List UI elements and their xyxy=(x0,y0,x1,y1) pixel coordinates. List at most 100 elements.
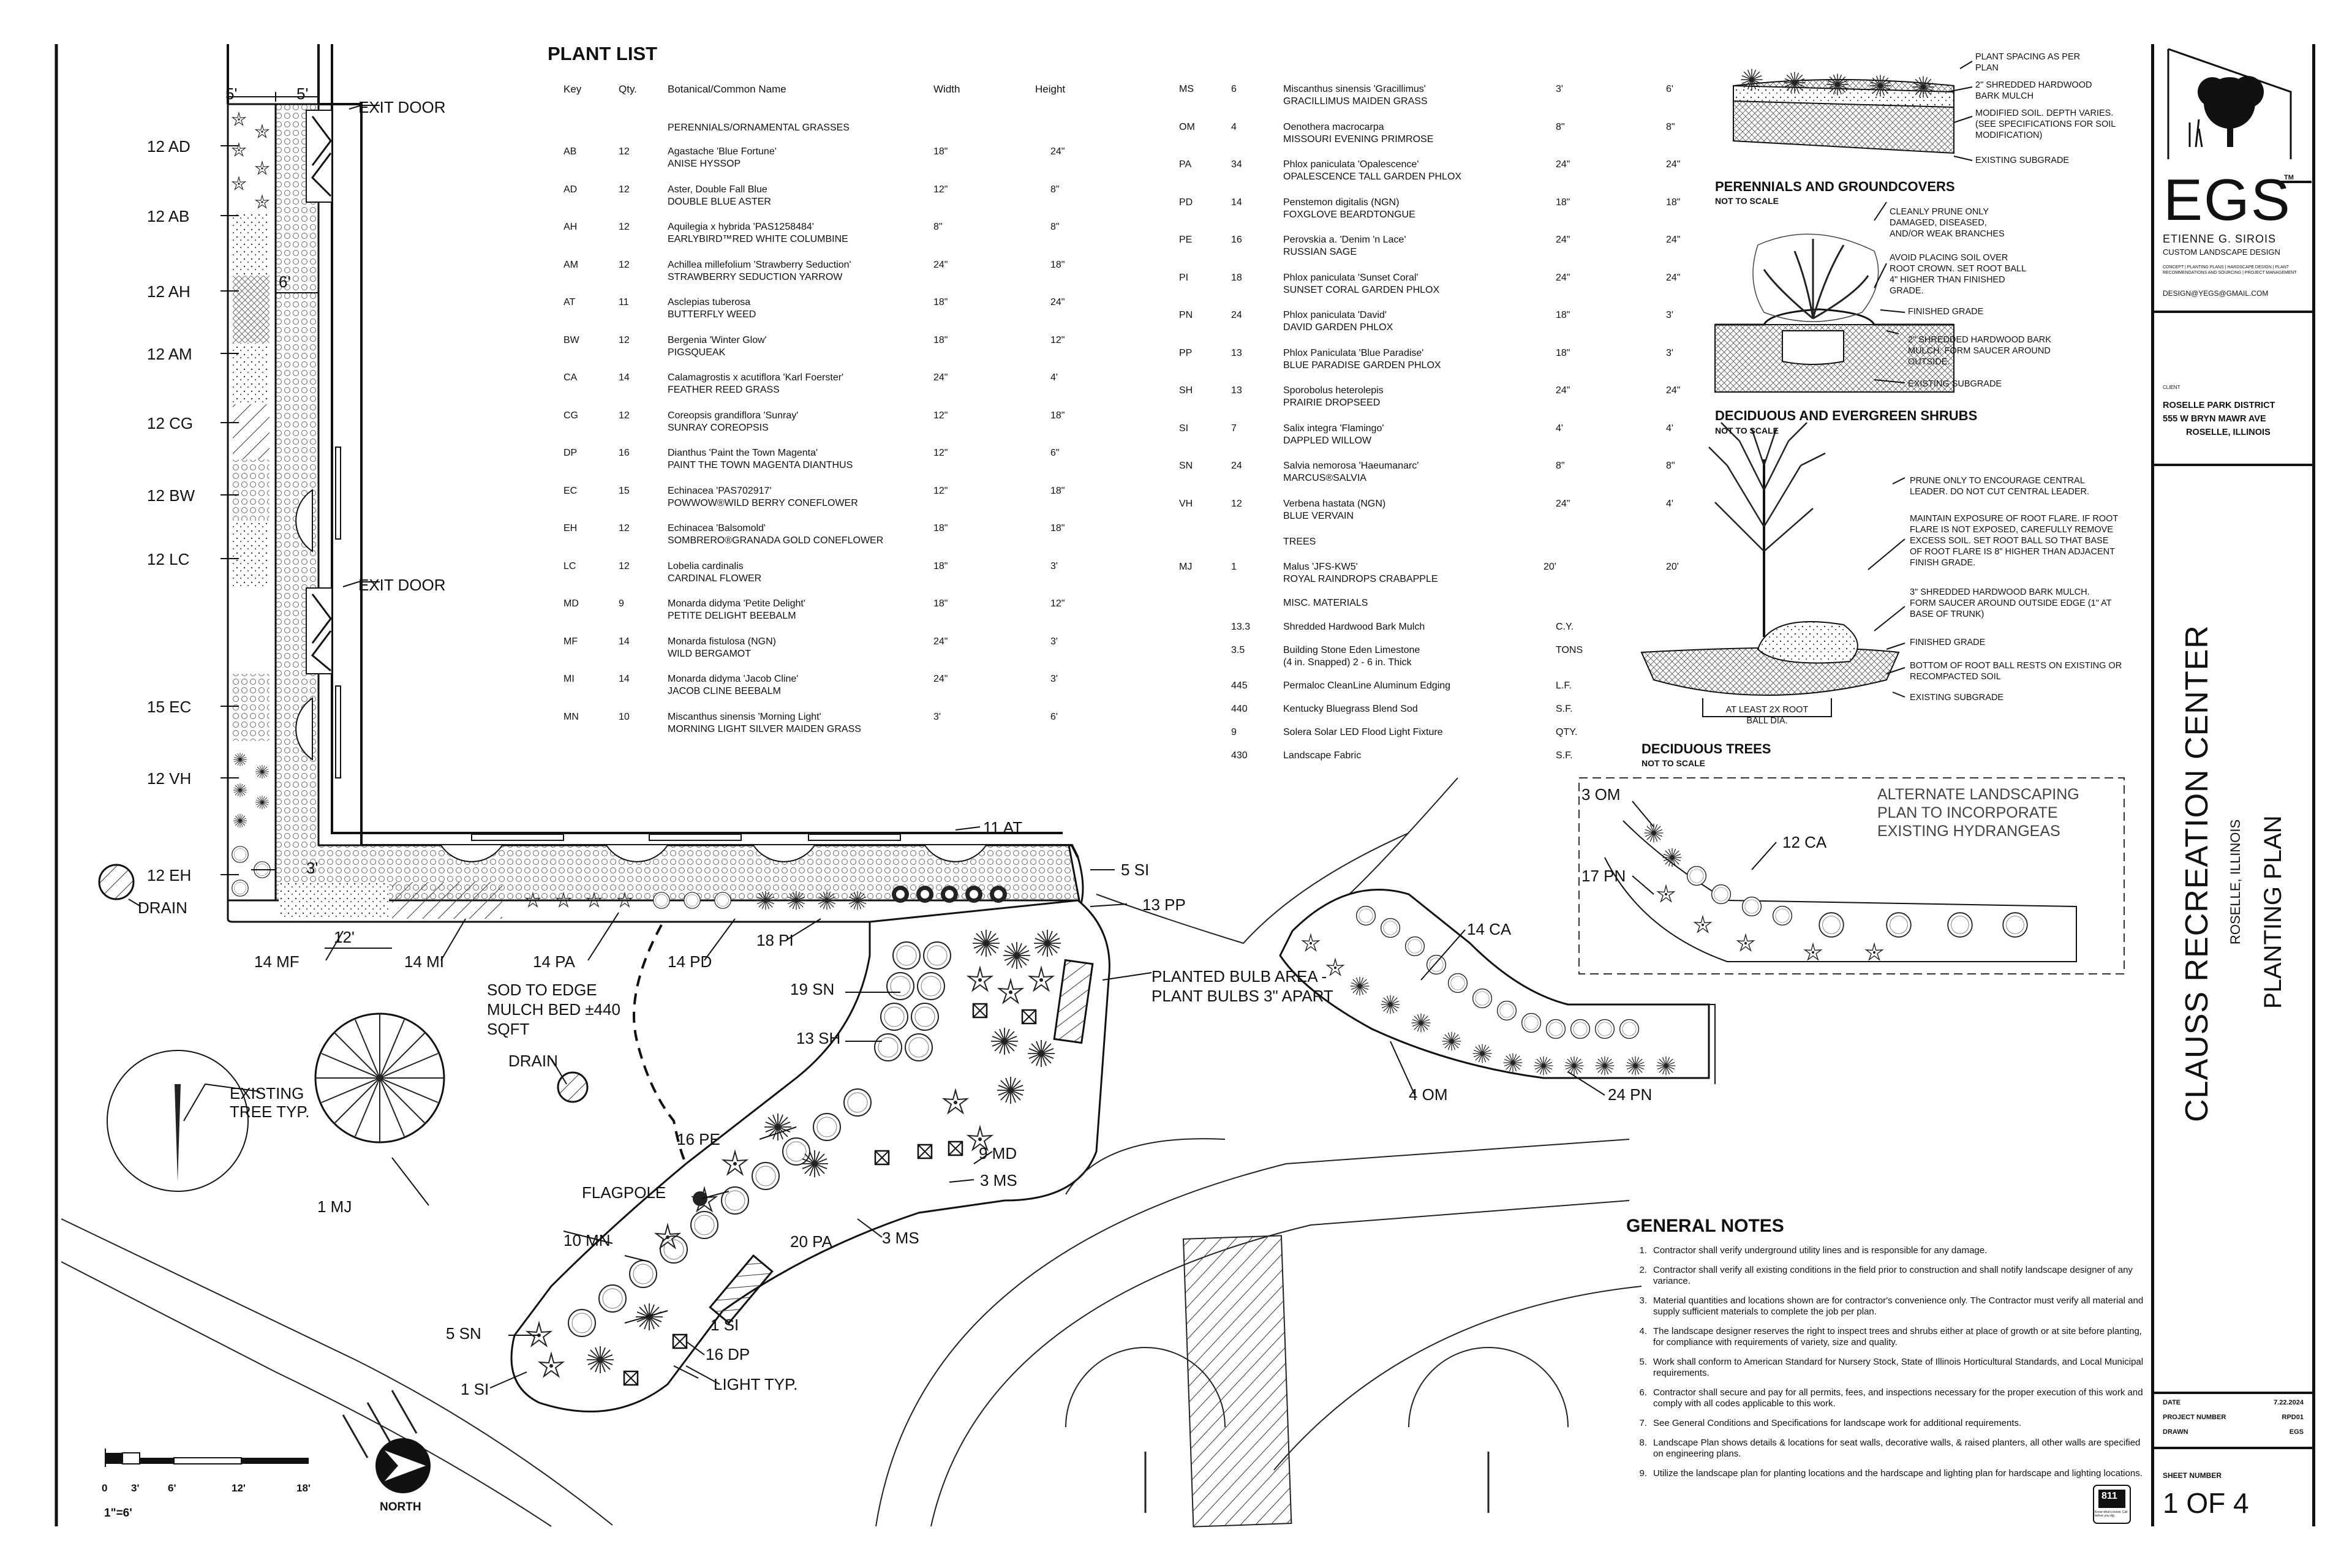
row-width: 3' xyxy=(1556,84,1563,94)
row-qty: 12 xyxy=(1231,498,1242,509)
egs-logo-icon xyxy=(2167,48,2292,159)
row-qty: 24 xyxy=(1231,461,1242,471)
dim-label: 12' xyxy=(334,928,355,946)
col-height: Height xyxy=(1035,83,1066,95)
row-width: 24" xyxy=(1556,272,1570,283)
row-key: PI xyxy=(1179,272,1189,283)
plant-callout: 13 PP xyxy=(1142,895,1186,914)
row-height: 24" xyxy=(1050,146,1065,157)
row-name: Verbena hastata (NGN)BLUE VERVAIN xyxy=(1283,498,1385,522)
row-qty: 12 xyxy=(619,410,630,421)
row-qty: 34 xyxy=(1231,159,1242,170)
row-height: 24" xyxy=(1050,297,1065,307)
row-width: 18" xyxy=(933,297,948,307)
common-name: DAVID GARDEN PHLOX xyxy=(1283,322,1393,333)
row-height: 3' xyxy=(1050,560,1058,571)
row-height: 3' xyxy=(1050,636,1058,647)
common-name: PIGSQUEAK xyxy=(668,347,726,358)
col-qty: Qty. xyxy=(619,83,637,95)
botanical-name: Phlox paniculata 'Opalescence' xyxy=(1283,159,1419,170)
note-number: 3. xyxy=(1639,1295,1647,1306)
scale-tick-6: 6' xyxy=(168,1482,176,1494)
row-unit: S.F. xyxy=(1556,704,1573,714)
row-height: 18" xyxy=(1050,485,1065,496)
detail-title: PERENNIALS AND GROUNDCOVERS xyxy=(1715,179,1955,194)
row-qty: 16 xyxy=(619,448,630,458)
detail-callout: EXISTING SUBGRADE xyxy=(1910,693,2004,703)
designer-email: DESIGN@YEGS@GMAIL.COM xyxy=(2163,289,2269,298)
row-name: Penstemon digitalis (NGN)FOXGLOVE BEARDT… xyxy=(1283,197,1415,221)
plant-callout: 4 OM xyxy=(1409,1085,1448,1104)
row-width: 3' xyxy=(933,711,941,722)
row-name: Monarda didyma 'Jacob Cline'JACOB CLINE … xyxy=(668,673,798,698)
row-height: 12" xyxy=(1050,598,1065,609)
botanical-name: Achillea millefolium 'Strawberry Seducti… xyxy=(668,259,851,270)
note-number: 4. xyxy=(1639,1326,1647,1336)
row-width: 12" xyxy=(933,410,948,421)
common-name: DAPPLED WILLOW xyxy=(1283,435,1372,446)
crabapple-tree-symbol xyxy=(314,1012,445,1144)
row-width: 20' xyxy=(1544,562,1556,572)
row-unit: QTY. xyxy=(1556,727,1578,737)
alternate-plan-box xyxy=(1578,777,2125,974)
detail-callout: 2" SHREDDED HARDWOOD BARK MULCH. FORM SA… xyxy=(1908,335,2051,367)
row-width: 4' xyxy=(1556,423,1563,434)
perennial-detail-drawing xyxy=(1733,61,1973,161)
row-name: Calamagrostis x acutiflora 'Karl Foerste… xyxy=(668,372,843,396)
row-unit: TONS xyxy=(1556,645,1583,655)
note-text: Work shall conform to American Standard … xyxy=(1653,1357,2144,1378)
row-key: MJ xyxy=(1179,562,1193,572)
plant-callout: 14 PD xyxy=(668,952,712,971)
row-height: 6' xyxy=(1050,711,1058,722)
client-address: 555 W BRYN MAWR AVE xyxy=(2163,414,2266,424)
client-label: CLIENT xyxy=(2163,385,2180,390)
row-height: 24" xyxy=(1666,385,1681,396)
detail-title: DECIDUOUS AND EVERGREEN SHRUBS xyxy=(1715,408,1978,423)
row-name: Echinacea 'PAS702917'POWWOW®WILD BERRY C… xyxy=(668,485,858,510)
note-text: Contractor shall verify underground util… xyxy=(1653,1245,1988,1256)
plant-callout: 5 SI xyxy=(1121,861,1150,879)
botanical-name: Verbena hastata (NGN) xyxy=(1283,498,1386,509)
plant-list-table: PLANT LIST Key Qty. Botanical/Common Nam… xyxy=(539,43,1715,796)
plant-callout: 12 VH xyxy=(147,769,192,788)
plant-callout: 20 PA xyxy=(790,1232,832,1251)
plant-callout: 3 OM xyxy=(1581,785,1621,804)
dim-label: 5' xyxy=(225,85,238,103)
row-height: 4' xyxy=(1666,423,1673,434)
client-name: ROSELLE PARK DISTRICT xyxy=(2163,401,2275,410)
scale-ratio: 1"=6' xyxy=(104,1507,132,1520)
row-height: 8" xyxy=(1666,461,1675,471)
plant-callout: 12 EH xyxy=(147,866,192,884)
row-width: 18" xyxy=(1556,310,1570,320)
row-width: 24" xyxy=(1556,385,1570,396)
row-name: Miscanthus sinensis 'Morning Light'MORNI… xyxy=(668,711,861,736)
material-name: Building Stone Eden Limestone xyxy=(1283,645,1420,655)
plant-callout: 10 MN xyxy=(564,1231,611,1250)
plant-callout: 5 SN xyxy=(446,1324,481,1343)
row-width: 8" xyxy=(1556,121,1565,132)
common-name: PAINT THE TOWN MAGENTA DIANTHUS xyxy=(668,460,853,470)
row-qty: 11 xyxy=(619,297,629,307)
botanical-name: Phlox Paniculata 'Blue Paradise' xyxy=(1283,347,1424,358)
row-name: Salvia nemorosa 'Haeumanarc'MARCUS®SALVI… xyxy=(1283,460,1419,484)
common-name: FOXGLOVE BEARDTONGUE xyxy=(1283,209,1415,220)
row-qty: 9 xyxy=(1231,727,1237,737)
botanical-name: Bergenia 'Winter Glow' xyxy=(668,334,767,345)
alternate-bed-plants xyxy=(1643,823,2028,960)
note-number: 7. xyxy=(1639,1418,1647,1428)
plant-callout: 11 AT xyxy=(983,818,1023,837)
detail-callout: MAINTAIN EXPOSURE OF ROOT FLARE. IF ROOT… xyxy=(1910,514,2118,568)
botanical-name: Monarda didyma 'Petite Delight' xyxy=(668,598,805,609)
row-qty: 12 xyxy=(619,560,630,571)
drain-label: DRAIN xyxy=(508,1052,558,1070)
plant-callout: 12 CA xyxy=(1782,833,1827,851)
north-label: NORTH xyxy=(380,1501,421,1513)
call-811-subtitle: Know what's below. Call before you dig. xyxy=(2095,1510,2128,1518)
row-width: 12" xyxy=(933,485,948,496)
project-number-value: RPD01 xyxy=(2282,1414,2304,1421)
detail-callout: AVOID PLACING SOIL OVER ROOT CROWN. SET … xyxy=(1890,253,2026,296)
exit-door-upper xyxy=(306,110,333,203)
exit-door-label: EXIT DOOR xyxy=(358,98,446,116)
leader-lines xyxy=(128,105,1777,1389)
